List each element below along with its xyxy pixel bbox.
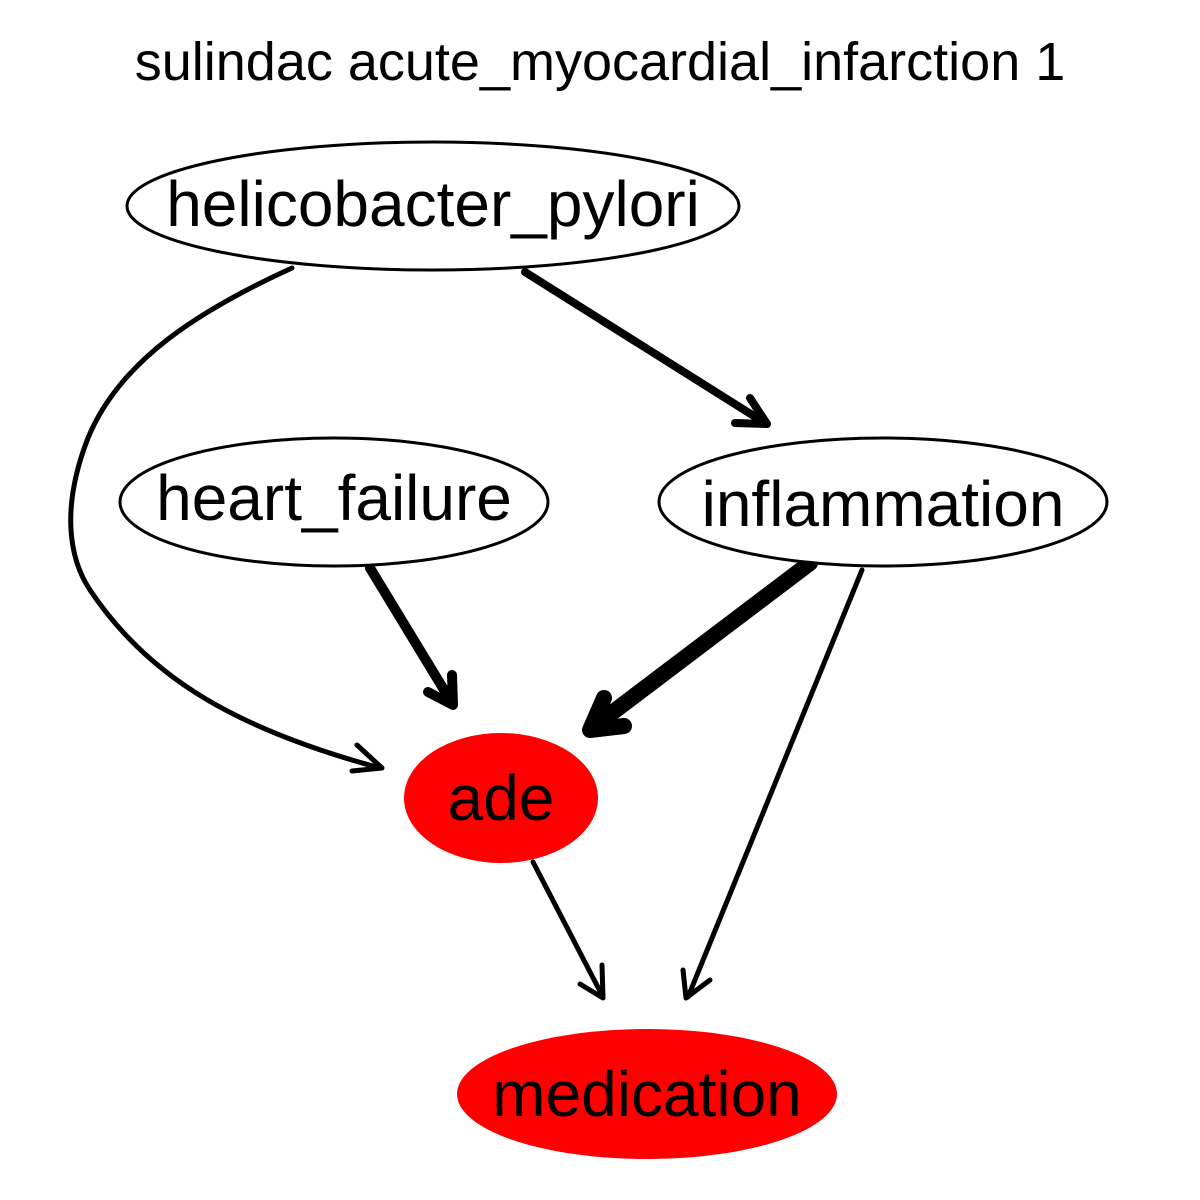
edge-inflammation-to-ade: [582, 555, 818, 738]
edge-helicobacter-pylori-to-ade: [68, 265, 385, 774]
graph-title: sulindac acute_myocardial_infarction 1: [135, 32, 1066, 92]
node-helicobacter-pylori: helicobacter_pylori: [125, 140, 741, 272]
node-medication-label: medication: [492, 1058, 802, 1130]
edges: [68, 265, 865, 1001]
node-heart-failure-shape: [118, 436, 550, 568]
node-medication: medication: [457, 1029, 837, 1159]
node-inflammation: inflammation: [657, 436, 1109, 568]
node-ade-label: ade: [448, 762, 555, 834]
node-ade: ade: [404, 733, 598, 863]
edge-heart-failure-to-ade: [365, 563, 458, 710]
node-inflammation-shape: [657, 436, 1109, 568]
node-medication-shape: [457, 1029, 837, 1159]
node-heart-failure-label: heart_failure: [156, 462, 512, 534]
node-inflammation-label: inflammation: [702, 468, 1065, 540]
node-ade-shape: [404, 733, 598, 863]
edge-inflammation-to-medication: [680, 567, 865, 1001]
node-helicobacter-pylori-shape: [125, 140, 741, 272]
edge-helicobacter-pylori-to-inflammation: [521, 268, 771, 428]
node-heart-failure: heart_failure: [118, 436, 550, 568]
edge-ade-to-medication: [530, 859, 606, 1001]
node-helicobacter-pylori-label: helicobacter_pylori: [166, 168, 700, 240]
